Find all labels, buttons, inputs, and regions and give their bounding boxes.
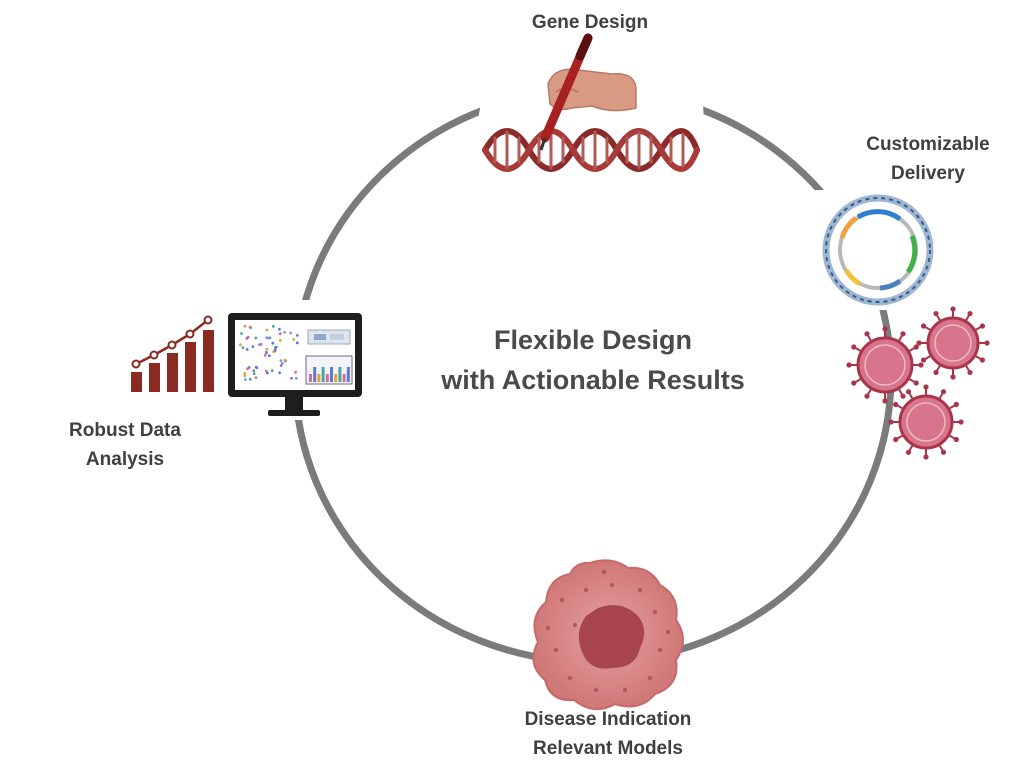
bar-chart-icon [131, 315, 214, 392]
center-title: Flexible Design with Actionable Results [441, 325, 745, 395]
virus-particle [916, 306, 990, 380]
gene-design-label: Gene Design [531, 12, 649, 33]
monitor-icon [228, 313, 362, 416]
data-analysis-label: Robust Data Analysis [69, 420, 181, 470]
monitor-bar-chart-icon [120, 300, 370, 420]
disease-models-label: Disease Indication Relevant Models [524, 709, 692, 759]
virus-particle [888, 384, 964, 460]
plasmid-icon [822, 194, 934, 306]
hand-writing-dna-icon [470, 33, 740, 190]
virus-particle [846, 326, 924, 404]
cell-icon [532, 559, 684, 711]
pen-icon [539, 33, 593, 151]
plasmid-and-virus-icon [812, 190, 990, 460]
virus-icon [846, 306, 990, 460]
customizable-delivery-label: Customizable Delivery [866, 134, 990, 184]
dna-helix-icon [482, 128, 700, 172]
